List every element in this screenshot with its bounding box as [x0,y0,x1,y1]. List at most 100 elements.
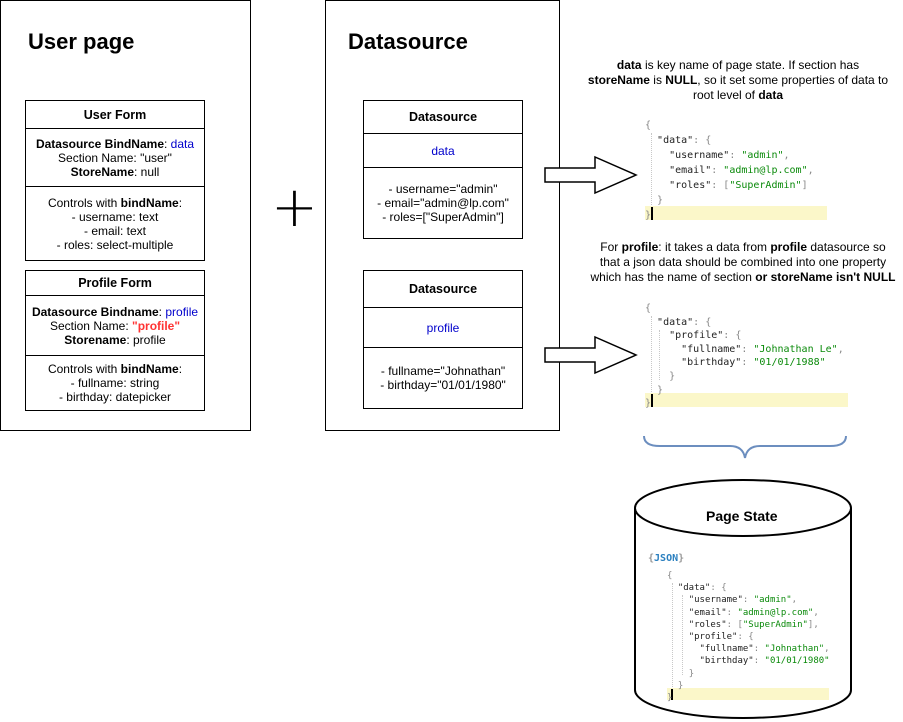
json-value: "01/01/1980" [764,656,830,667]
json-snippet-profile: { "data": { "profile": { "fullname": "Jo… [645,303,844,410]
profile-form-box: Profile Form Datasource Bindname: profil… [25,270,205,411]
note-text: For [600,240,622,254]
profile-form-section-label: Section Name: [49,318,132,333]
user-form-section-line: Section Name: "user" [26,151,204,165]
profile-form-controls-bold: bindName [120,362,179,376]
text-cursor [651,207,653,220]
json-value: "SuperAdmin" [729,180,802,191]
text-cursor [651,394,653,407]
note-text: root level of [692,88,759,102]
page-state-title: Page State [706,508,778,524]
user-form-section-label: Section Name: [58,150,141,165]
json-key: "data" [657,316,694,328]
json-key: "username" [688,595,743,606]
json-value: "admin@lp.com" [737,607,814,618]
datasource-field: - username="admin" [388,182,498,196]
note-bold: storeName [587,73,650,87]
note-bold: profile [621,240,659,254]
note-line: that a json data should be combined into… [583,255,903,270]
profile-form-ds-line: Datasource Bindname: profile [31,304,199,319]
note-line: which has the name of section or storeNa… [583,270,903,285]
json-key: "birthday" [681,357,742,369]
user-form-control-item: - email: text [83,223,146,238]
datasource-field: - roles=["SuperAdmin"] [382,210,504,224]
datasource-name-cell: data [364,133,522,167]
profile-form-title: Profile Form [78,276,152,290]
note-text: which has the name of section [590,270,756,284]
curly-brace-icon [643,435,847,459]
user-form-control-item: - roles: select-multiple [56,237,174,252]
datasource-name-cell: profile [364,307,522,347]
user-form-title: User Form [83,107,147,122]
json-value: "admin@lp.com" [723,165,808,176]
user-form-controls-bold: bindName [120,195,179,210]
user-form-controls: Controls with bindName: - username: text… [26,186,204,260]
profile-form-store-label: Storename [64,332,127,347]
datasource-box-profile: Datasource profile - fullname="Johnathan… [363,270,523,409]
json-key: "profile" [688,632,738,643]
datasource-box-title: Datasource [408,282,478,296]
json-key: "data" [657,135,694,146]
json-key: "username" [669,150,730,161]
json-badge-brace: } [678,553,685,564]
json-value: "admin" [753,595,792,606]
note-line: root level of data [578,88,898,103]
datasource-field: - email="admin@lp.com" [377,196,509,210]
note-profile-explanation: For profile: it takes a data from profil… [583,240,903,285]
json-key: "data" [677,583,711,594]
json-key: "roles" [688,619,727,630]
user-form-controls-heading: Controls with bindName: [26,196,204,210]
datasource-box-title: Datasource [408,110,478,124]
json-highlight-line [667,688,829,700]
note-bold: or storeName isn't NULL [755,270,896,284]
json-page-state: { "data": { "username": "admin", "email"… [667,571,830,704]
profile-form-controls-label: Controls with [47,362,121,376]
profile-form-controls: Controls with bindName: - fullname: stri… [26,355,204,410]
note-line: For profile: it takes a data from profil… [583,240,903,255]
user-form-controls-colon: : [178,195,183,210]
note-text: is key name of page state. If section ha… [641,58,860,72]
json-brace: { [645,303,652,314]
right-arrow-icon [544,335,638,375]
datasource-name: profile [426,320,460,335]
note-line: storeName is NULL, so it set some proper… [578,73,898,88]
user-form-store-label: StoreName [70,164,134,179]
datasource-fields: - fullname="Johnathan" - birthday="01/01… [364,347,522,408]
profile-form-controls-heading: Controls with bindName: [26,362,204,376]
note-line: data is key name of page state. If secti… [578,58,898,73]
profile-form-controls-colon: : [178,362,183,376]
user-page-title: User page [28,29,135,54]
user-form-store-line: StoreName: null [26,165,204,179]
page-state-cylinder [634,479,852,719]
json-value: "SuperAdmin" [742,619,808,630]
note-bold: NULL [665,73,698,87]
json-key: "fullname" [681,343,742,355]
json-snippet-data: { "data": { "username": "admin", "email"… [645,120,814,221]
user-form-box: User Form Datasource BindName: data Sect… [25,100,205,261]
indent-guide [659,330,660,380]
json-brace: { [645,120,652,131]
json-key: "roles" [669,180,712,191]
user-form-ds-value: data [170,136,195,151]
json-brace: } [645,398,652,410]
user-form-controls-label: Controls with [47,195,121,210]
note-bold: data [616,58,642,72]
json-value: "Johnathan" [764,644,825,655]
note-text: : it takes a data from [658,240,771,254]
json-key: "birthday" [699,656,754,667]
json-brace: } [645,210,652,221]
json-badge-brace: { [648,553,655,564]
indent-guide [651,316,652,392]
profile-form-ds-value: profile [165,304,199,319]
plus-symbol: + [271,175,318,240]
profile-form-meta: Datasource Bindname: profile Section Nam… [26,295,204,355]
note-bold: data [758,88,784,102]
note-text: , so it set some properties of data to [697,73,889,87]
datasource-name: data [431,143,455,158]
json-value: "admin" [741,150,784,161]
json-key: "email" [669,165,712,176]
note-text: is [649,73,666,87]
json-key: "profile" [669,330,724,342]
json-highlight-line [645,206,827,220]
datasource-panel-title: Datasource [348,29,468,54]
